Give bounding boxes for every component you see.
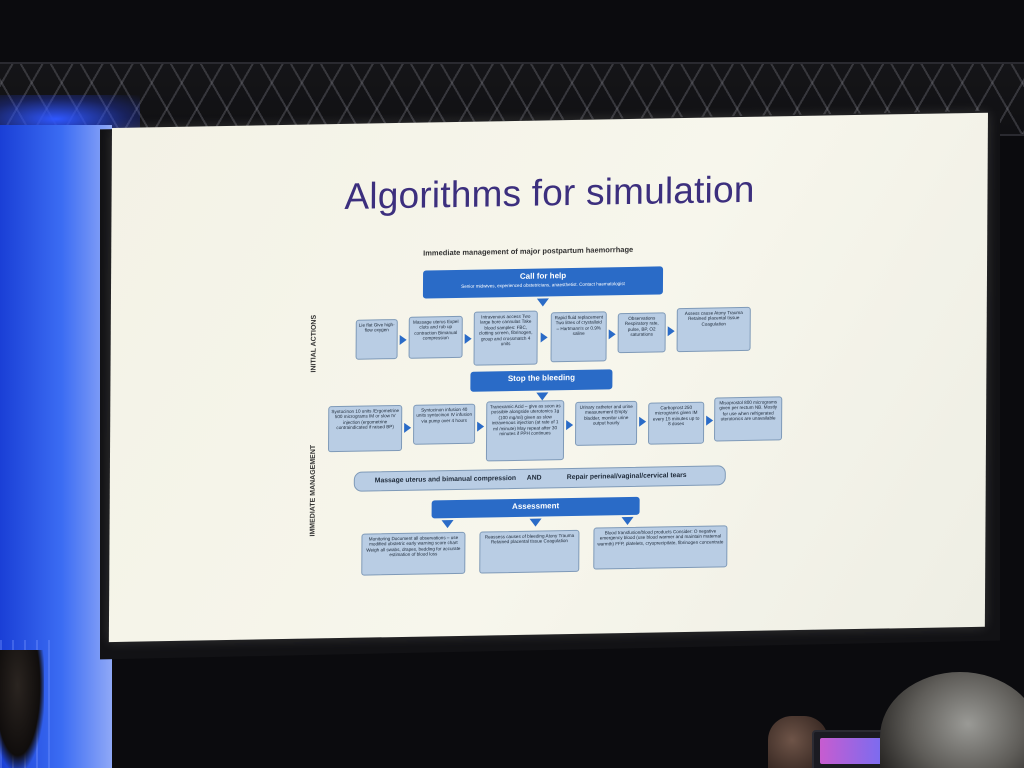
slide-title: Algorithms for simulation [344, 168, 755, 217]
side-label-immediate: IMMEDIATE MANAGEMENT [309, 444, 318, 537]
right-arrow [667, 326, 675, 337]
right-arrow [706, 415, 714, 426]
down-arrow [536, 392, 549, 401]
down-arrow [441, 520, 454, 529]
flowchart-subtitle: Immediate management of major postpartum… [423, 244, 634, 258]
projected-slide: Algorithms for simulation Immediate mana… [108, 112, 988, 643]
right-arrow [639, 416, 647, 427]
immediate-box-5: Carboprost 250 micrograms given IM every… [647, 401, 705, 445]
immediate-box-4: Urinary catheter and urine measurement E… [574, 400, 638, 446]
immediate-box-6: Misoprostol 800 micrograms given per rec… [714, 396, 783, 442]
immediate-box-1: Syntocinon 10 units /Ergometrine 500 mic… [327, 404, 403, 453]
initial-box-5: Observations Respiratory rate, pulse, BP… [617, 312, 666, 354]
right-arrow [566, 419, 574, 431]
right-arrow [464, 333, 472, 344]
call-for-help-banner: Call for help Senior midwives, experienc… [422, 266, 664, 299]
massage-label: Massage uterus and bimanual compression [374, 474, 517, 485]
repair-label: Repair perineal/vaginal/cervical tears [566, 471, 687, 482]
audience-silhouette [0, 650, 44, 768]
phone-screen [820, 738, 882, 764]
assessment-box-1: Monitoring Document all observations – u… [361, 531, 466, 576]
massage-repair-bar: Massage uterus and bimanual compression … [353, 465, 726, 492]
audience-head [880, 672, 1024, 768]
right-arrow [540, 332, 548, 343]
right-arrow [608, 329, 616, 340]
right-arrow [399, 334, 407, 345]
right-arrow [477, 421, 485, 432]
initial-box-3: Intravenous access Two large bore cannul… [473, 310, 538, 366]
assessment-banner: Assessment [431, 496, 640, 519]
and-label: AND [526, 474, 542, 482]
down-arrow [621, 516, 634, 526]
initial-box-4: Rapid fluid replacement Two litres of cr… [550, 311, 607, 363]
stop-bleeding-label: Stop the bleeding [507, 372, 575, 384]
stop-bleeding-banner: Stop the bleeding [470, 369, 613, 392]
right-arrow [404, 422, 412, 433]
initial-box-1: Lie flat Give high-flow oxygen [355, 319, 398, 360]
initial-box-6: Assess cause Atony Trauma Retained place… [676, 306, 751, 353]
assessment-label: Assessment [512, 501, 560, 512]
immediate-box-3: Tranexamic Acid – give as soon as possib… [485, 400, 565, 462]
assessment-box-2: Reassess causes of bleeding Atony Trauma… [479, 529, 580, 574]
initial-box-2: Massage uterus Expel clots and rub up co… [408, 315, 463, 359]
down-arrow [536, 298, 549, 307]
assessment-box-3: Blood transfusion/blood products Conside… [593, 525, 728, 570]
down-arrow [529, 518, 542, 527]
immediate-box-2: Syntocinon infusion 40 units syntocinon … [413, 403, 476, 445]
side-label-initial: INITIAL ACTIONS [310, 314, 318, 373]
